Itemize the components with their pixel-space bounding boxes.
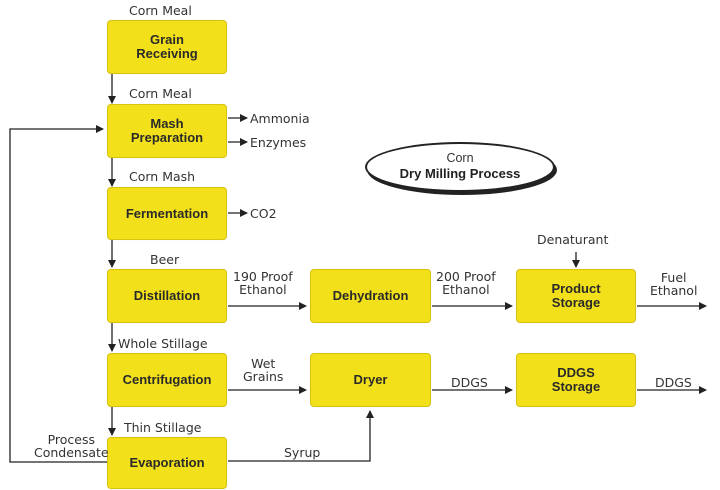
label-ammonia: Ammonia (250, 111, 310, 126)
title-oval: Corn Dry Milling Process (365, 142, 555, 192)
evaporation-label: Evaporation (129, 455, 205, 470)
label-fuel-ethanol: Fuel Ethanol (650, 270, 698, 298)
grain-receiving-label: Grain Receiving (136, 32, 198, 61)
label-200-proof-ethanol: 200 Proof Ethanol (436, 269, 496, 297)
distillation-box: Distillation (107, 269, 227, 323)
label-ddgs-1: DDGS (451, 375, 488, 390)
label-thin-stillage: Thin Stillage (124, 420, 202, 435)
dehydration-box: Dehydration (310, 269, 431, 323)
label-co2: CO2 (250, 206, 277, 221)
label-syrup: Syrup (284, 445, 321, 460)
label-corn-mash: Corn Mash (129, 169, 196, 184)
ddgs-storage-box: DDGS Storage (516, 353, 636, 407)
centrifugation-box: Centrifugation (107, 353, 227, 407)
distillation-label: Distillation (133, 288, 201, 303)
label-enzymes: Enzymes (250, 135, 307, 150)
dehydration-label: Dehydration (332, 288, 409, 303)
evaporation-box: Evaporation (107, 437, 227, 489)
label-corn-meal-top: Corn Meal (129, 3, 192, 18)
title-line1: Corn (446, 151, 474, 165)
centrifugation-label: Centrifugation (122, 372, 212, 387)
dryer-box: Dryer (310, 353, 431, 407)
label-wet-grains: Wet Grains (243, 356, 284, 384)
arrow-condensate-loop (9, 125, 107, 463)
grain-receiving-box: Grain Receiving (107, 20, 227, 74)
label-190-proof-ethanol: 190 Proof Ethanol (233, 269, 293, 297)
label-beer: Beer (150, 252, 180, 267)
label-whole-stillage: Whole Stillage (118, 336, 208, 351)
label-denaturant: Denaturant (537, 232, 609, 247)
label-process-condensate: Process Condensate (34, 432, 109, 460)
product-storage-label: Product Storage (551, 281, 601, 310)
fermentation-label: Fermentation (125, 205, 209, 221)
ddgs-storage-label: DDGS Storage (551, 365, 601, 394)
mash-preparation-label: Mash Preparation (130, 116, 204, 145)
fermentation-box: Fermentation (107, 187, 227, 240)
title-line2: Dry Milling Process (399, 166, 521, 181)
label-ddgs-2: DDGS (655, 375, 692, 390)
label-corn-meal-2: Corn Meal (129, 86, 192, 101)
arrow-syrup-to-dryer (228, 410, 374, 462)
product-storage-box: Product Storage (516, 269, 636, 323)
dryer-label: Dryer (353, 372, 388, 387)
mash-preparation-box: Mash Preparation (107, 104, 227, 158)
